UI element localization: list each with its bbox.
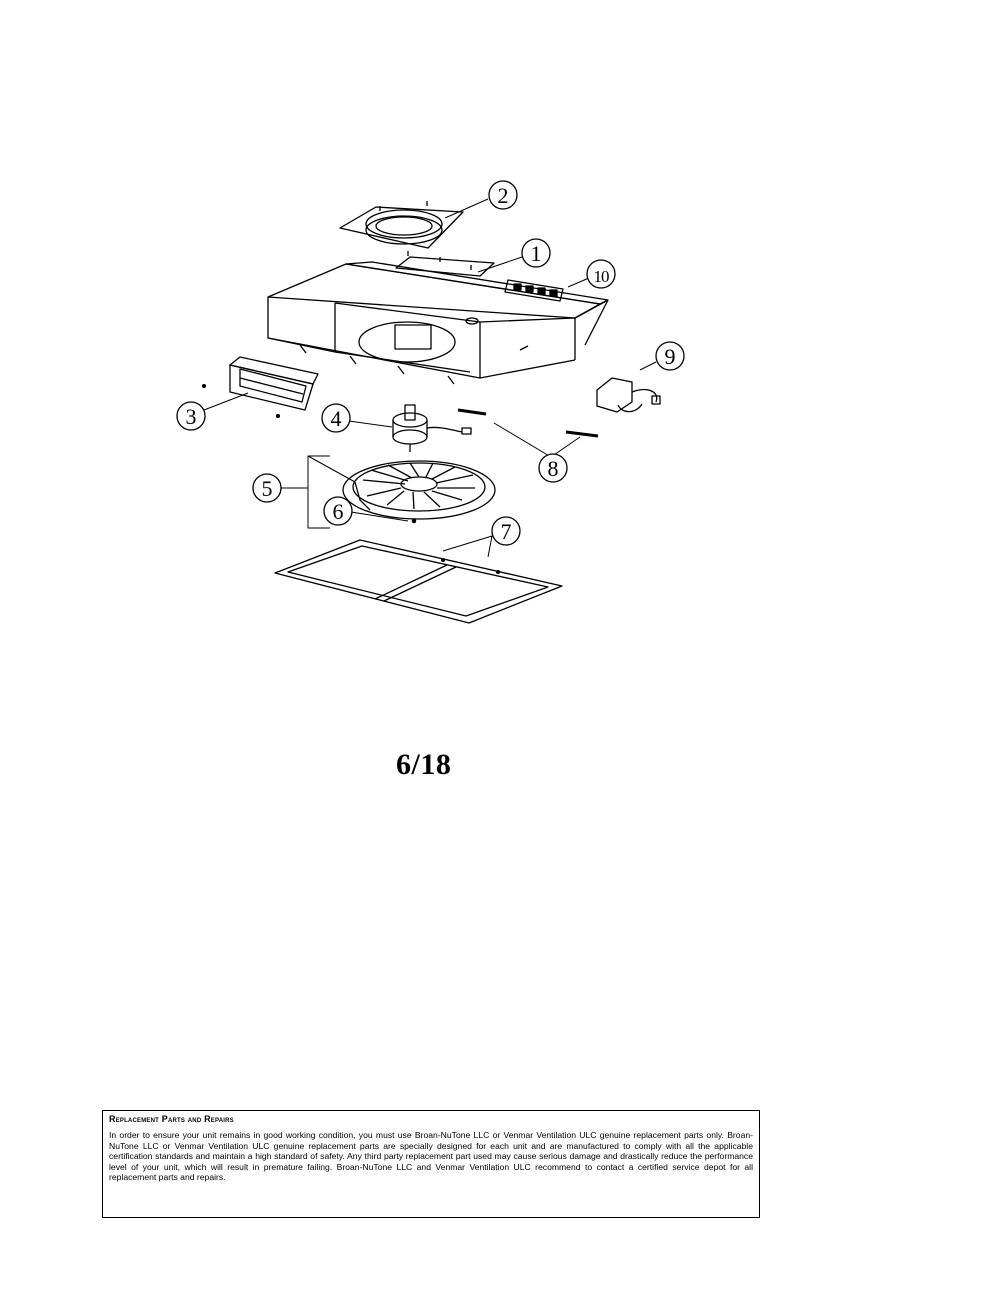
notice-title: Replacement Parts and Repairs xyxy=(109,1114,234,1124)
exploded-parts-diagram: 2 1 10 9 3 4 8 5 6 7 xyxy=(176,180,685,624)
part-hood-body xyxy=(267,261,609,385)
part-terminal-box xyxy=(596,377,661,413)
callout-9: 9 xyxy=(655,341,685,371)
callout-6: 6 xyxy=(323,496,353,526)
callout-4: 4 xyxy=(321,403,351,433)
callout-number: 8 xyxy=(548,456,559,481)
callout-number: 4 xyxy=(331,406,342,431)
replacement-parts-notice: Replacement Parts and Repairs In order t… xyxy=(102,1110,760,1218)
callout-number: 2 xyxy=(498,183,509,208)
callout-5: 5 xyxy=(252,473,282,503)
notice-body: In order to ensure your unit remains in … xyxy=(109,1130,753,1183)
part-damper-plate xyxy=(395,251,495,277)
callout-8: 8 xyxy=(538,453,568,483)
callout-number: 1 xyxy=(531,241,542,266)
callout-number: 10 xyxy=(594,267,610,286)
part-damper-grille xyxy=(201,356,319,419)
part-blower-wheel xyxy=(342,460,496,520)
part-nut xyxy=(411,518,417,524)
callout-1: 1 xyxy=(521,238,551,268)
part-filter xyxy=(274,539,563,624)
callout-number: 7 xyxy=(501,519,512,544)
callout-number: 5 xyxy=(262,476,273,501)
part-duct-collar xyxy=(339,201,464,249)
part-control-switch xyxy=(504,279,564,302)
page-number: 6/18 xyxy=(396,748,452,781)
callout-2: 2 xyxy=(488,180,518,210)
callout-10: 10 xyxy=(586,259,616,289)
leader-lines xyxy=(203,198,657,558)
callout-number: 6 xyxy=(333,499,344,524)
callout-number: 3 xyxy=(186,404,197,429)
part-fasteners xyxy=(457,408,599,438)
callout-7: 7 xyxy=(491,516,521,546)
callout-3: 3 xyxy=(176,401,206,431)
callout-number: 9 xyxy=(665,344,676,369)
part-motor xyxy=(392,404,472,452)
